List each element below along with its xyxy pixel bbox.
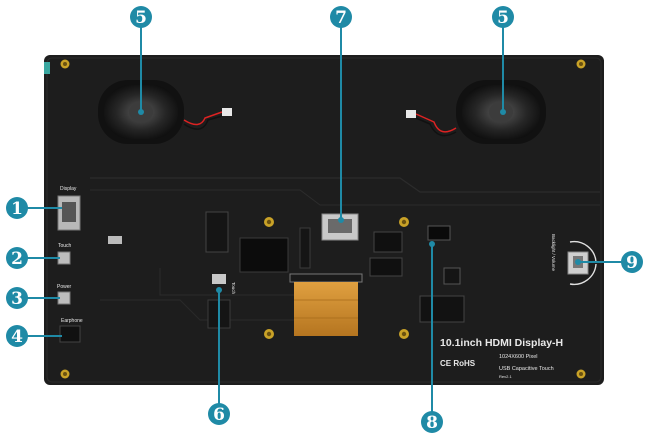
callout-dots [138,109,581,293]
callout-badge-5-left: 5 [130,6,152,28]
callout-badge-4: 4 [6,325,28,347]
callout-badge-1: 1 [6,197,28,219]
mounting-holes [60,59,586,379]
port-label-touch-mid: Touch [231,282,236,295]
svg-text:4: 4 [11,327,23,347]
callout-badge-8: 8 [421,411,443,433]
board-title: 10.1inch HDMI Display-H [440,337,563,349]
port-label-touch-left: Touch [58,243,72,249]
callout-badge-7: 7 [330,6,352,28]
components [205,211,597,329]
svg-text:3: 3 [11,289,23,309]
callout-badge-2: 2 [6,247,28,269]
callout-badge-3: 3 [6,287,28,309]
silkscreen: Display Touch Power Earphone Touch Backl… [57,186,563,379]
board-revision: Rev2.1 [499,374,512,379]
port-label-backlight: Backlight / Volume [551,234,556,272]
port-label-earphone: Earphone [61,318,83,324]
callout-lines [26,26,622,412]
left-ports [57,195,122,343]
callout-badge-6: 6 [208,403,230,425]
svg-text:5: 5 [497,8,509,28]
board-certifications: CE RoHS [440,359,476,368]
fpc-ribbon [289,273,363,336]
svg-text:5: 5 [135,8,147,28]
svg-text:9: 9 [626,253,638,273]
svg-text:6: 6 [213,405,225,425]
svg-text:7: 7 [335,8,347,28]
board-touch-type: USB Capacitive Touch [499,366,554,372]
port-label-display: Display [60,186,77,192]
svg-text:1: 1 [11,199,23,219]
callout-badge-9: 9 [621,251,643,273]
callout-badge-5-right: 5 [492,6,514,28]
svg-text:2: 2 [11,249,23,269]
svg-text:8: 8 [426,413,438,433]
board-resolution: 1024X600 Pixel [499,354,538,360]
port-label-power: Power [57,284,72,290]
speaker-left [98,80,232,144]
